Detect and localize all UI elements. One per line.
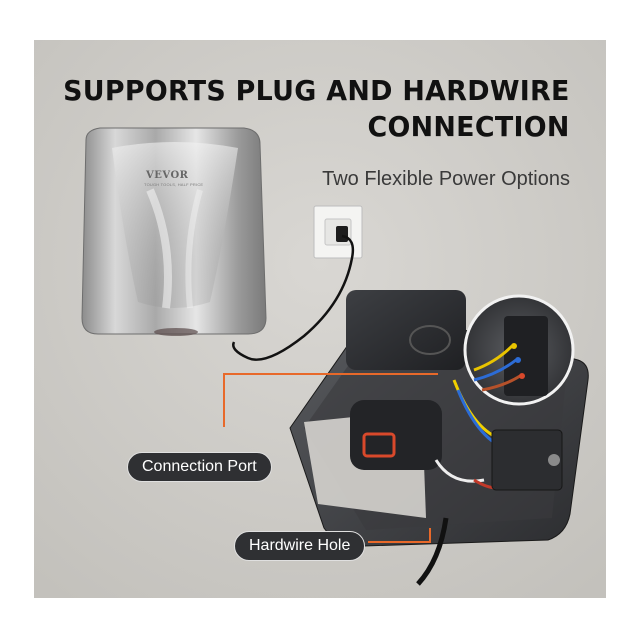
air-outlet	[154, 328, 198, 336]
hardwire-hole-leader	[368, 528, 431, 543]
motor-housing	[346, 290, 466, 370]
brand-tagline: TOUGH TOOLS, HALF PRICE	[144, 182, 204, 187]
subheadline: Two Flexible Power Options	[322, 168, 570, 190]
brand-logo: VEVOR	[146, 170, 189, 181]
hand-dryer	[81, 127, 267, 336]
hardwire-cable	[416, 517, 449, 586]
connection-port-leader	[223, 373, 438, 427]
red-connector	[362, 432, 396, 458]
zoom-detail	[463, 294, 575, 406]
connection-port-label: Connection Port	[127, 452, 272, 482]
headline-line-1: SUPPORTS PLUG AND HARDWIRE	[63, 74, 570, 107]
headline: SUPPORTS PLUG AND HARDWIRE CONNECTION	[63, 73, 570, 145]
wall-outlet	[313, 205, 363, 259]
hardwire-hole-label: Hardwire Hole	[234, 531, 366, 561]
power-cord	[232, 234, 355, 361]
product-illustration	[34, 40, 606, 598]
headline-line-2: CONNECTION	[367, 110, 570, 143]
fan-motor	[350, 400, 442, 470]
product-image: VEVOR TOUGH TOOLS, HALF PRICE SUPPORTS P…	[34, 40, 606, 598]
